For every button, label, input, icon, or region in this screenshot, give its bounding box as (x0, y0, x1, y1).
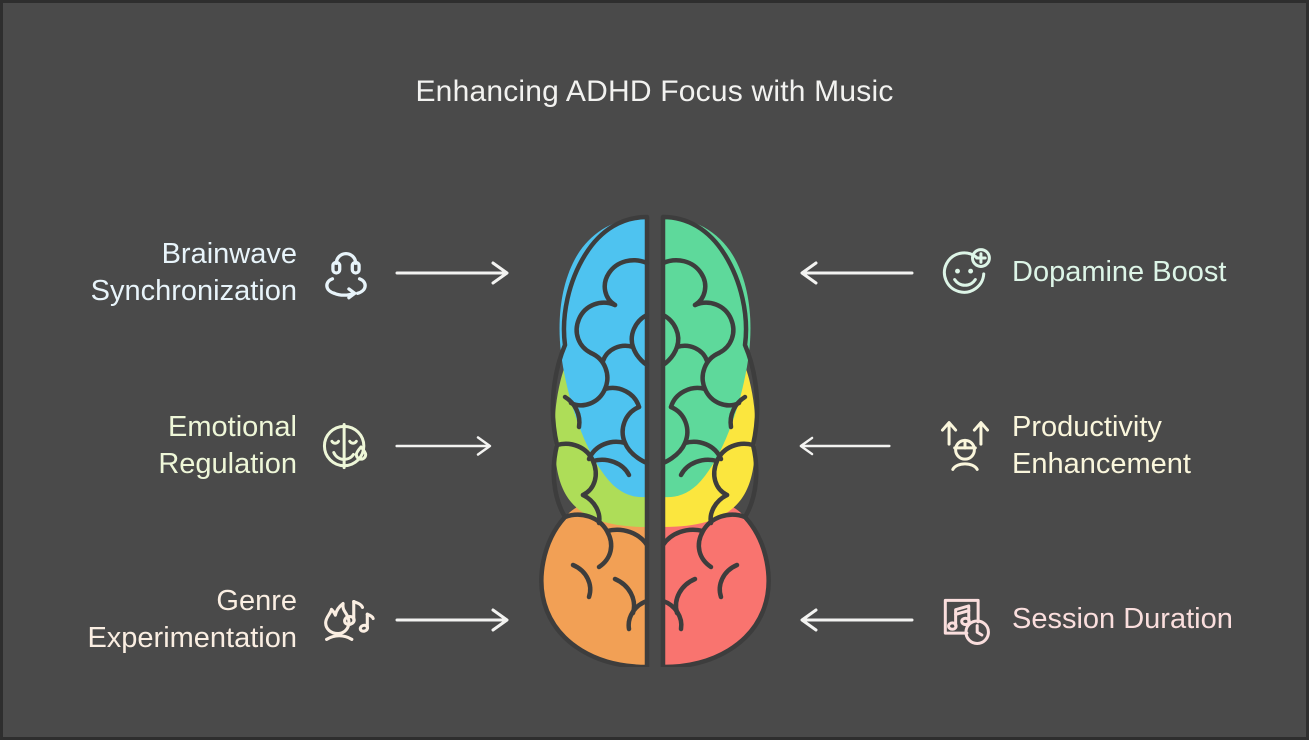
arrow-left-dopamine (796, 256, 914, 290)
label-session-duration: Session Duration (1012, 603, 1233, 636)
label-dopamine-boost: Dopamine Boost (1012, 256, 1227, 289)
arrow-right-genre (395, 603, 513, 637)
arrow-left-productivity (796, 429, 914, 463)
person-up-arrows-icon (934, 415, 996, 477)
arrow-right-brainwave (395, 256, 513, 290)
headphones-sync-icon (315, 242, 377, 304)
smiley-plus-icon (934, 242, 996, 304)
emotion-face-split-icon (315, 415, 377, 477)
feature-row-dopamine-boost: Dopamine Boost (796, 218, 1266, 328)
feature-row-productivity-enhancement: Productivity Enhancement (796, 391, 1266, 501)
page-title: Enhancing ADHD Focus with Music (415, 75, 894, 108)
arrow-left-session (796, 603, 914, 637)
label-brainwave-synchronization: Brainwave Synchronization (90, 237, 297, 307)
feature-row-session-duration: Session Duration (796, 565, 1266, 675)
feature-row-genre-experimentation: Genre Experimentation (43, 565, 513, 675)
campfire-music-notes-icon (315, 589, 377, 651)
music-card-clock-icon (934, 589, 996, 651)
label-genre-experimentation: Genre Experimentation (87, 584, 297, 654)
label-emotional-regulation: Emotional Regulation (158, 410, 297, 480)
label-productivity-enhancement: Productivity Enhancement (1012, 410, 1191, 480)
brain-illustration (465, 197, 845, 670)
feature-row-emotional-regulation: Emotional Regulation (43, 391, 513, 501)
feature-row-brainwave-synchronization: Brainwave Synchronization (43, 218, 513, 328)
arrow-right-emotional (395, 429, 513, 463)
